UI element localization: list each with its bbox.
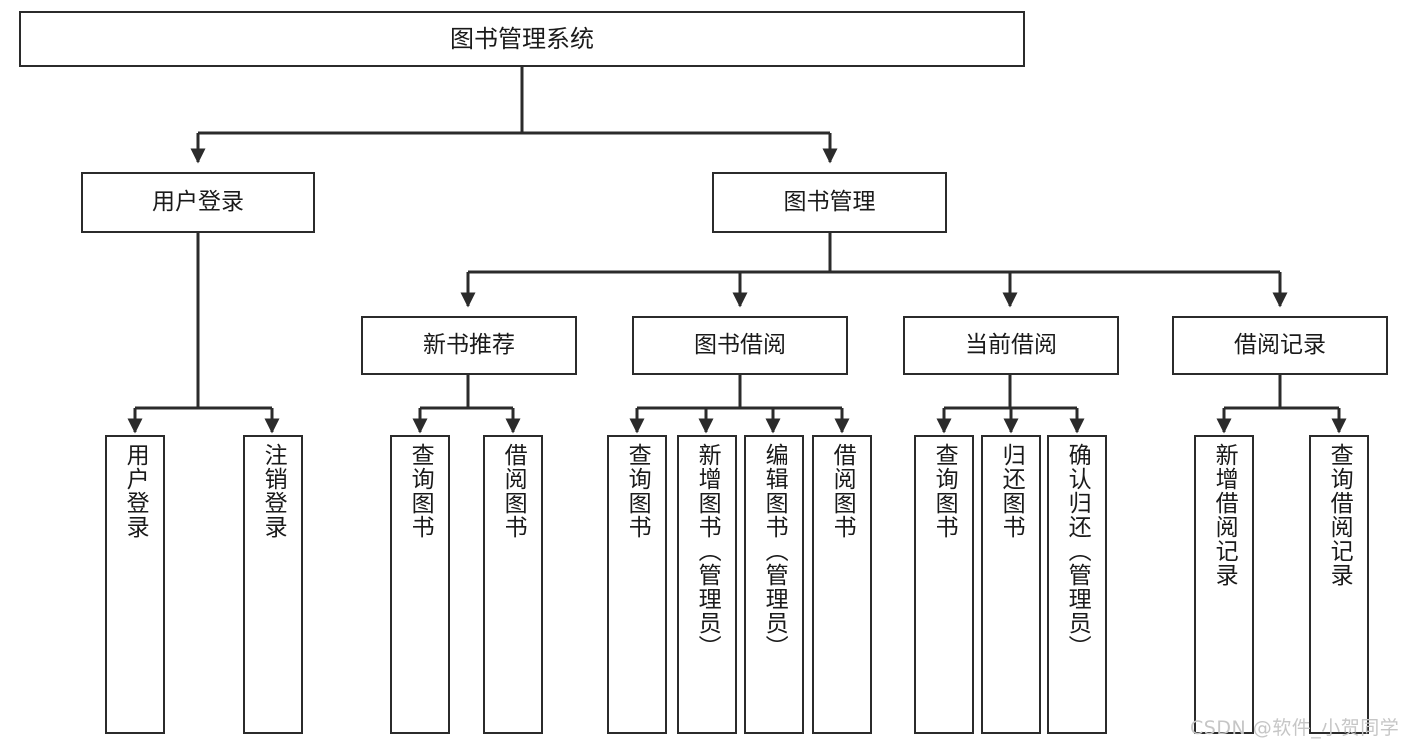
leaf-user-login[interactable]: 用户登录 (105, 435, 165, 734)
leaf-edit-book[interactable]: 编辑图书（管理员） (744, 435, 804, 734)
leaf-borrow-book-recommend[interactable]: 借阅图书 (483, 435, 543, 734)
node-label: 查询图书 (624, 443, 651, 539)
watermark-text: CSDN @软件_小贺同学 (1190, 717, 1400, 739)
node-label: 当前借阅 (965, 331, 1057, 358)
node-current-borrow[interactable]: 当前借阅 (903, 316, 1119, 375)
leaf-query-book-current[interactable]: 查询图书 (914, 435, 974, 734)
node-new-book-recommend[interactable]: 新书推荐 (361, 316, 577, 375)
node-label: 查询图书 (931, 443, 958, 539)
node-label: 借阅图书 (829, 443, 856, 539)
node-label: 图书借阅 (694, 331, 786, 358)
node-label: 借阅记录 (1234, 331, 1326, 358)
leaf-add-book[interactable]: 新增图书（管理员） (677, 435, 737, 734)
leaf-add-borrow-record[interactable]: 新增借阅记录 (1194, 435, 1254, 734)
node-label: 新增借阅记录 (1211, 443, 1238, 587)
node-label: 用户登录 (122, 443, 149, 539)
node-label: 查询借阅记录 (1326, 443, 1353, 587)
leaf-logout-login[interactable]: 注销登录 (243, 435, 303, 734)
node-label: 新书推荐 (423, 331, 515, 358)
node-label: 图书管理 (783, 188, 876, 215)
node-label: 编辑图书（管理员） (761, 443, 788, 659)
node-label: 新增图书（管理员） (694, 443, 721, 659)
node-label: 图书管理系统 (450, 24, 594, 53)
leaf-query-book-recommend[interactable]: 查询图书 (390, 435, 450, 734)
node-user-login[interactable]: 用户登录 (81, 172, 315, 233)
node-book-management[interactable]: 图书管理 (712, 172, 947, 233)
leaf-confirm-return[interactable]: 确认归还（管理员） (1047, 435, 1107, 734)
node-label: 注销登录 (260, 443, 287, 539)
node-label: 用户登录 (152, 188, 244, 215)
node-label: 查询图书 (407, 443, 434, 539)
leaf-return-book[interactable]: 归还图书 (981, 435, 1041, 734)
node-borrow-record[interactable]: 借阅记录 (1172, 316, 1388, 375)
leaf-borrow-book[interactable]: 借阅图书 (812, 435, 872, 734)
leaf-query-borrow-record[interactable]: 查询借阅记录 (1309, 435, 1369, 734)
node-label: 确认归还（管理员） (1064, 443, 1091, 659)
node-root-system[interactable]: 图书管理系统 (19, 11, 1025, 67)
leaf-query-book-borrow[interactable]: 查询图书 (607, 435, 667, 734)
node-label: 借阅图书 (500, 443, 527, 539)
node-book-borrow[interactable]: 图书借阅 (632, 316, 848, 375)
node-label: 归还图书 (998, 443, 1025, 539)
